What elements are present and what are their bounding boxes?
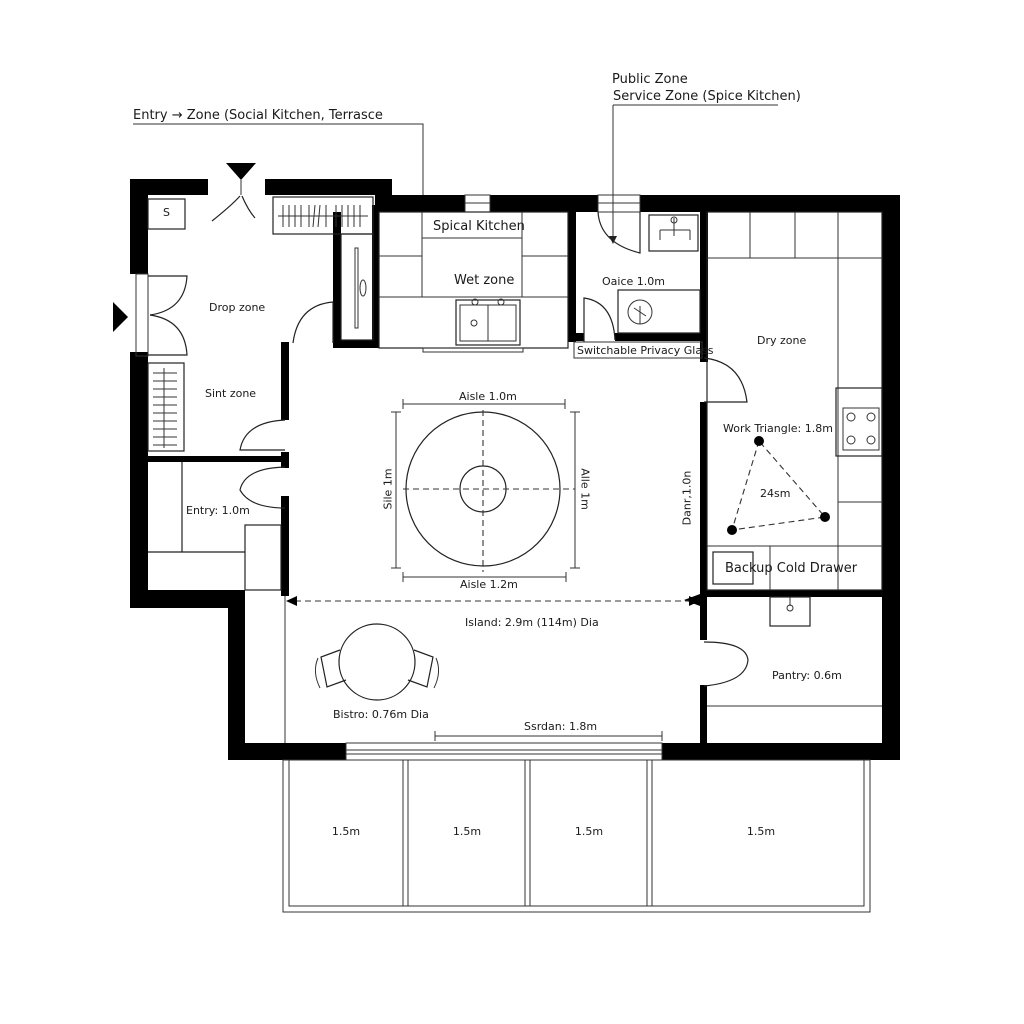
- aisle-bottom-label: Aisle 1.2m: [460, 578, 518, 591]
- terrace-bay-3: 1.5m: [574, 825, 604, 838]
- entry-markers: [113, 163, 700, 606]
- sint-zone-label: Sint zone: [205, 387, 257, 400]
- island-dimension-label: Island: 2.9m (114m) Dia: [465, 616, 599, 629]
- mudroom: [135, 195, 374, 591]
- triangle-area-label: 24sm: [760, 487, 791, 500]
- slider-label: Ssrdan: 1.8m: [524, 720, 598, 733]
- spice-kitchen-title: Spical Kitchen: [433, 219, 525, 234]
- dry-zone-label: Dry zone: [757, 334, 807, 347]
- storage-label: S: [163, 206, 170, 219]
- bistro-label: Bistro: 0.76m Dia: [333, 708, 429, 721]
- wet-zone-label: Wet zone: [454, 273, 515, 288]
- privacy-glass-label: Switchable Privacy Glass: [577, 344, 714, 357]
- office-room: [573, 211, 703, 359]
- pantry-side-label: Danr,1.0n: [680, 470, 694, 526]
- backup-cold-drawer-label: Backup Cold Drawer: [725, 561, 858, 576]
- aisle-left-label: Sile 1m: [381, 468, 395, 510]
- walls: [130, 179, 900, 760]
- terrace: [282, 759, 871, 913]
- aisle-right-label: Alle 1m: [578, 468, 592, 510]
- work-triangle-label: Work Triangle: 1.8m: [723, 422, 833, 435]
- annotation-leaders: [133, 104, 778, 244]
- entry-dimension-label: Entry: 1.0m: [186, 504, 250, 517]
- service-zone-annotation: Service Zone (Spice Kitchen): [613, 89, 801, 104]
- spice-kitchen: [378, 211, 569, 353]
- drop-zone-label: Drop zone: [209, 301, 266, 314]
- aisle-top-label: Aisle 1.0m: [459, 390, 517, 403]
- pantry-label: Pantry: 0.6m: [772, 669, 842, 682]
- terrace-bay-1: 1.5m: [331, 825, 361, 838]
- terrace-bay-4: 1.5m: [746, 825, 776, 838]
- entry-flow-annotation: Entry → Zone (Social Kitchen, Terrasce: [133, 108, 383, 123]
- pantry: [703, 596, 882, 707]
- dry-kitchen: [703, 211, 883, 591]
- island-area: [284, 399, 700, 761]
- terrace-bay-2: 1.5m: [452, 825, 482, 838]
- office-label: Oaice 1.0m: [602, 275, 665, 288]
- public-zone-annotation: Public Zone: [612, 72, 688, 87]
